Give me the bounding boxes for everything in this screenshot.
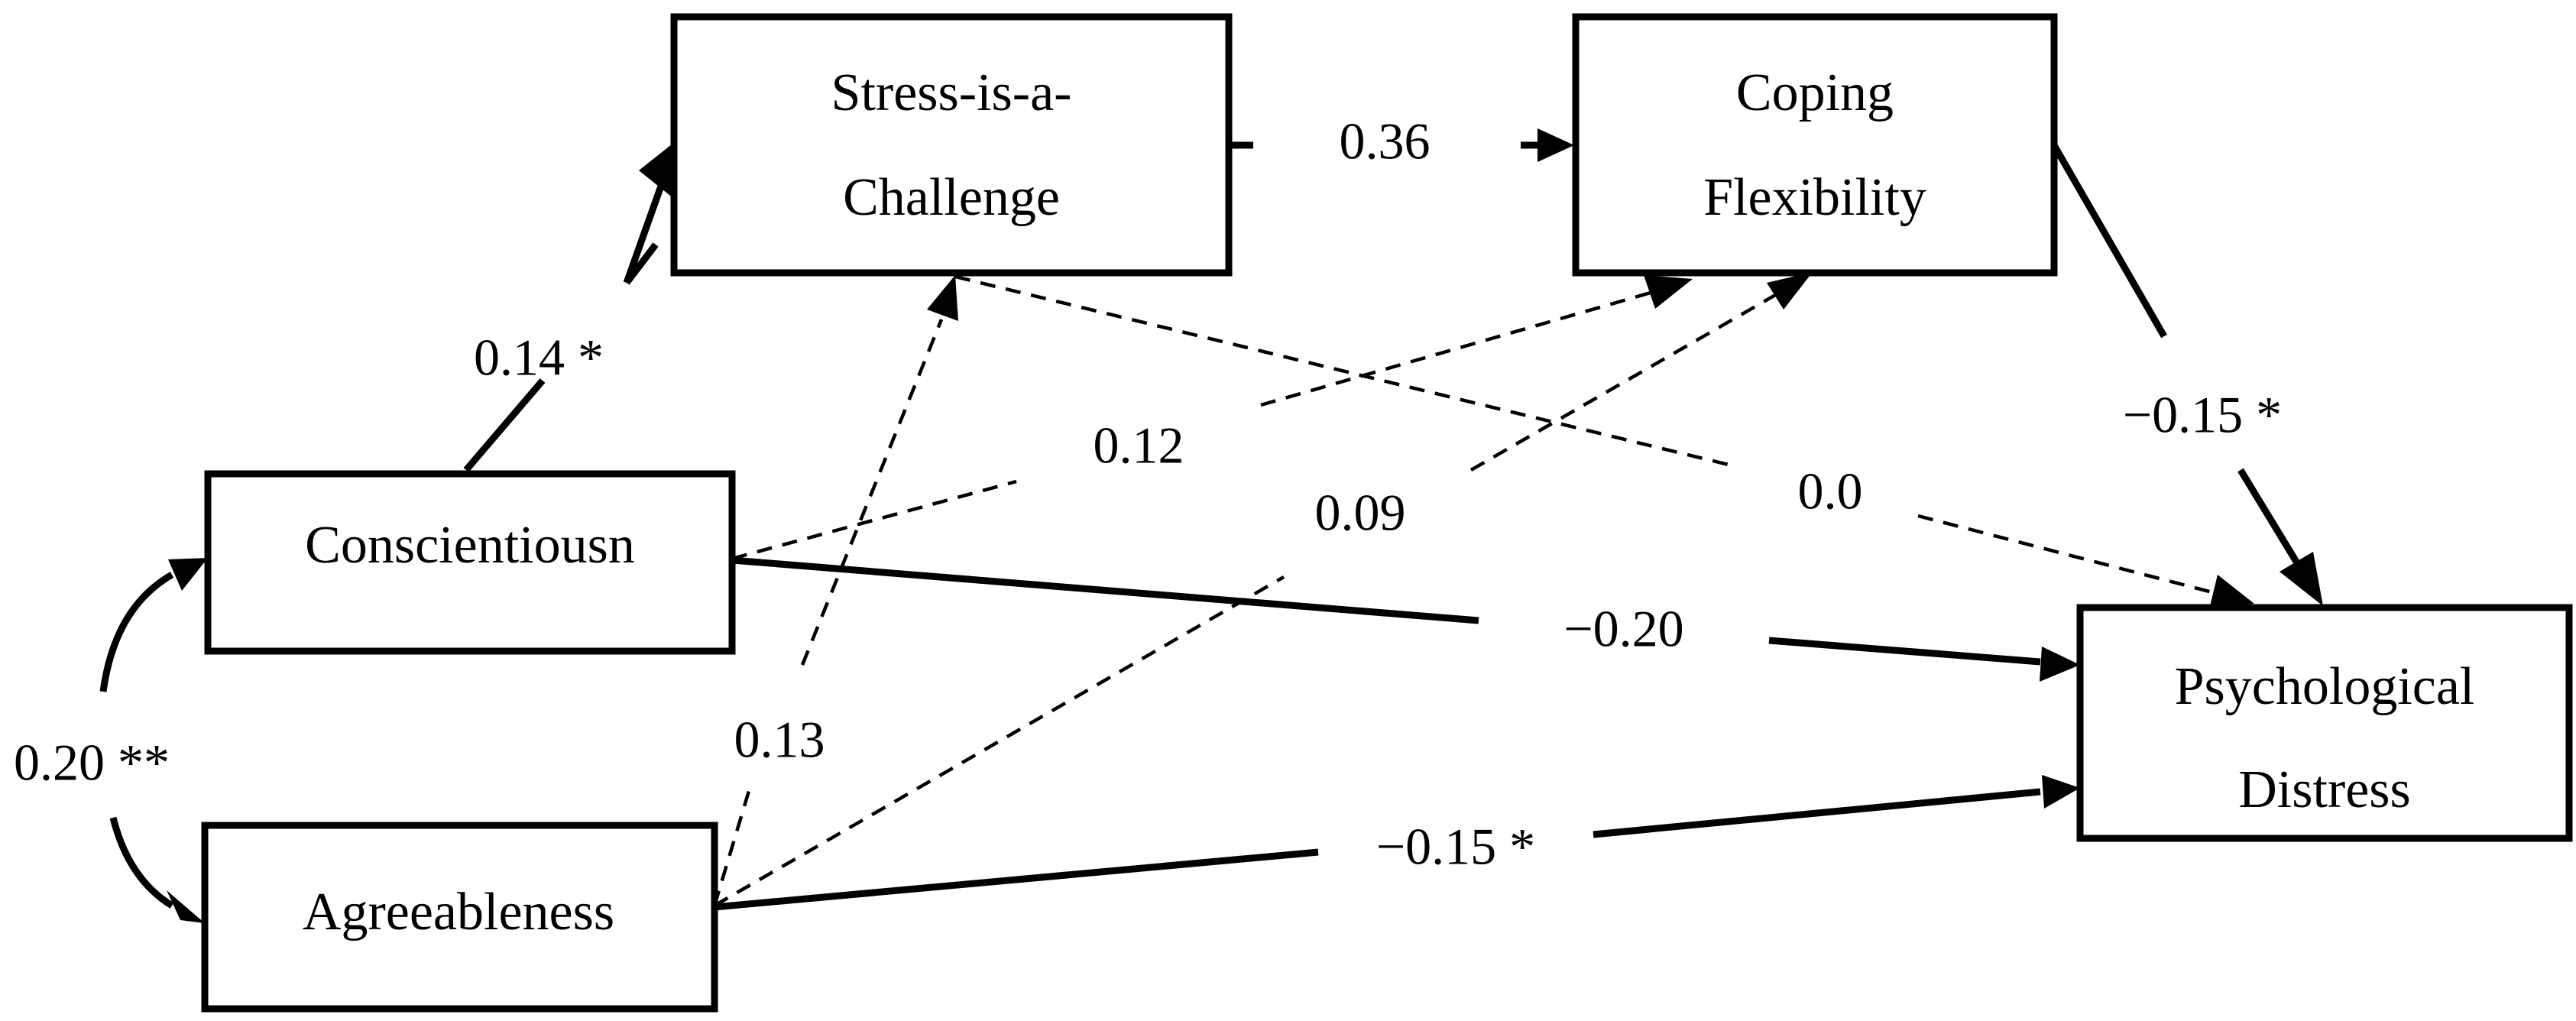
node-agree-label: Agreeableness [303,883,614,942]
node-coping-line-1: Coping [1736,63,1894,122]
node-stress-is-a-challenge: Stress-is-a- Challenge [670,13,1233,277]
edge-labels: 0.14 * 0.36 −0.15 * 0.12 0.0 0.09 −0.20 … [14,112,2282,876]
node-distress-line-2: Distress [2238,760,2411,819]
label-consc-to-coping: 0.12 [1094,417,1184,475]
label-stress-to-distress: 0.0 [1798,462,1863,520]
node-coping-flexibility: Coping Flexibility [1572,13,2058,277]
path-agree-to-coping [713,272,1813,907]
label-agree-to-coping: 0.09 [1315,484,1406,542]
node-stress-line-2: Challenge [843,168,1060,227]
node-psychological-distress: Psychological Distress [2076,604,2573,842]
covariance-consc-agree [99,558,208,923]
path-agree-to-distress [714,775,2080,911]
node-distress-line-1: Psychological [2175,657,2475,716]
label-agree-to-stress: 0.13 [734,711,825,769]
path-consc-to-stress [463,138,679,472]
path-stress-to-coping [1229,128,1574,162]
nodes: Stress-is-a- Challenge Coping Flexibilit… [201,13,2573,1013]
path-stress-to-distress [954,274,2254,606]
label-consc-to-distress: −0.20 [1563,600,1683,658]
node-stress-line-1: Stress-is-a- [831,63,1072,122]
label-stress-to-coping: 0.36 [1340,112,1431,170]
label-covariance: 0.20 ** [14,734,170,792]
path-consc-to-distress [731,556,2080,682]
node-agreeableness: Agreeableness [201,822,718,1013]
label-coping-to-distress: −0.15 * [2123,386,2282,444]
label-agree-to-distress: −0.15 * [1376,818,1535,876]
path-coping-to-distress [2051,143,2323,606]
path-agree-to-stress [712,275,958,906]
node-coping-line-2: Flexibility [1703,168,1926,227]
node-conscientiousness: Conscientiousn [204,470,736,655]
label-consc-to-stress: 0.14 * [474,329,604,387]
path-consc-to-coping [731,275,1693,561]
node-consc-label: Conscientiousn [305,516,635,575]
edges [99,128,2323,923]
